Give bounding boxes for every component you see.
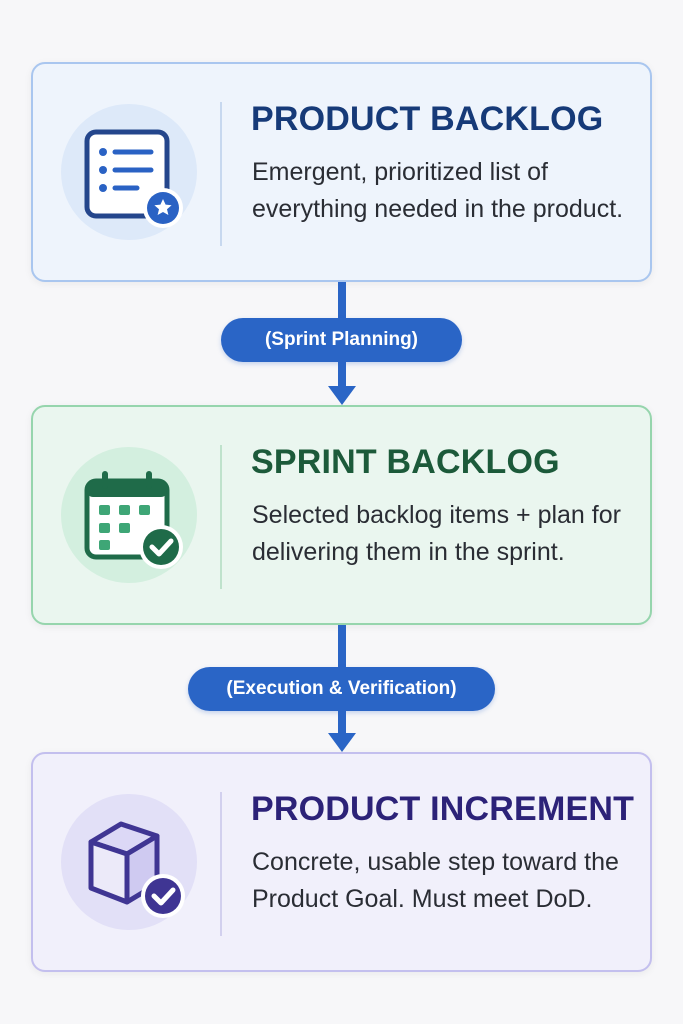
flow-arrow-line: [327, 282, 357, 318]
stage-description: Emergent, prioritized list of everything…: [252, 158, 624, 223]
flow-arrow-line: [327, 625, 357, 667]
stage-title: PRODUCT INCREMENT: [251, 790, 635, 828]
transition-pill-sprint-planning: (Sprint Planning): [221, 318, 462, 362]
sprint-backlog-card: SPRINT BACKLOG Selected backlog items + …: [31, 405, 652, 625]
stage-description: Concrete, usable step toward the Product…: [252, 848, 619, 913]
product-increment-card: PRODUCT INCREMENT Concrete, usable step …: [31, 752, 652, 972]
product-backlog-card: PRODUCT BACKLOG Emergent, prioritized li…: [31, 62, 652, 282]
card-divider: [220, 445, 222, 589]
transition-pill-execution-verification: (Execution & Verification): [188, 667, 495, 711]
backlog-list-star-icon: [61, 104, 197, 240]
flow-arrow-down-icon: [327, 362, 357, 405]
card-divider: [220, 102, 222, 246]
card-divider: [220, 792, 222, 936]
calendar-check-icon: [61, 447, 197, 583]
stage-title: SPRINT BACKLOG: [251, 443, 560, 481]
stage-title: PRODUCT BACKLOG: [251, 100, 604, 138]
flow-arrow-down-icon: [327, 711, 357, 752]
cube-check-icon: [61, 794, 197, 930]
stage-description: Selected backlog items + plan for delive…: [252, 501, 621, 566]
